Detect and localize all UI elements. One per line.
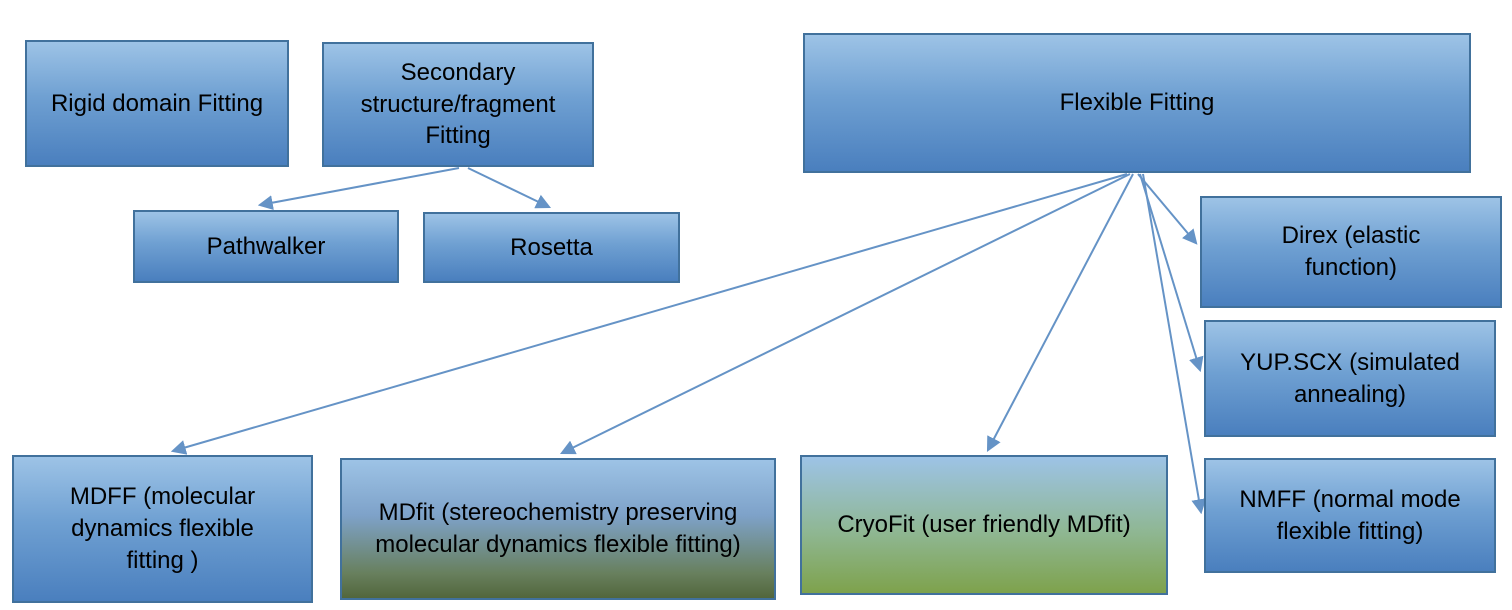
connector-flexible-to-mdfit: [559, 173, 1131, 455]
node-label: CryoFit (user friendly MDfit): [837, 511, 1131, 539]
connector-secondary-to-pathwalker: [257, 167, 460, 211]
node-label: Pathwalker: [206, 232, 326, 260]
node-label: Rosetta: [510, 233, 593, 261]
node-pathwalker: Pathwalker: [133, 210, 399, 283]
node-yupscx: YUP.SCX (simulated annealing): [1204, 320, 1496, 437]
node-direx: Direx (elastic function): [1200, 196, 1502, 308]
node-rigid-domain-fitting: Rigid domain Fitting: [25, 40, 289, 167]
node-label: YUP.SCX (simulated annealing): [1240, 348, 1460, 408]
node-label: Flexible Fitting: [1059, 89, 1215, 117]
node-label: MDFF (molecular dynamics flexible fittin…: [69, 483, 256, 574]
node-cryofit: CryoFit (user friendly MDfit): [800, 455, 1168, 595]
node-label: Secondary structure/fragment Fitting: [360, 58, 556, 150]
node-secondary-structure-fragment-fitting: Secondary structure/fragment Fitting: [322, 42, 594, 167]
connector-flexible-to-cryofit: [986, 173, 1134, 452]
node-rosetta: Rosetta: [423, 212, 680, 283]
node-label: Direx (elastic function): [1281, 222, 1421, 281]
connector-flexible-to-yupscx: [1139, 173, 1204, 373]
connector-secondary-to-rosetta: [467, 167, 552, 209]
connector-flexible-to-mdff: [170, 173, 1128, 455]
node-flexible-fitting: Flexible Fitting: [803, 33, 1471, 173]
connector-flexible-to-nmff: [1142, 173, 1207, 515]
node-nmff: NMFF (normal mode flexible fitting): [1204, 458, 1496, 573]
node-label: MDfit (stereochemistry preserving molecu…: [375, 499, 741, 558]
node-label: Rigid domain Fitting: [50, 89, 264, 117]
node-label: NMFF (normal mode flexible fitting): [1239, 485, 1461, 545]
node-mdff: MDFF (molecular dynamics flexible fittin…: [12, 455, 313, 603]
connector-flexible-to-direx: [1137, 173, 1198, 245]
node-mdfit: MDfit (stereochemistry preserving molecu…: [340, 458, 776, 600]
